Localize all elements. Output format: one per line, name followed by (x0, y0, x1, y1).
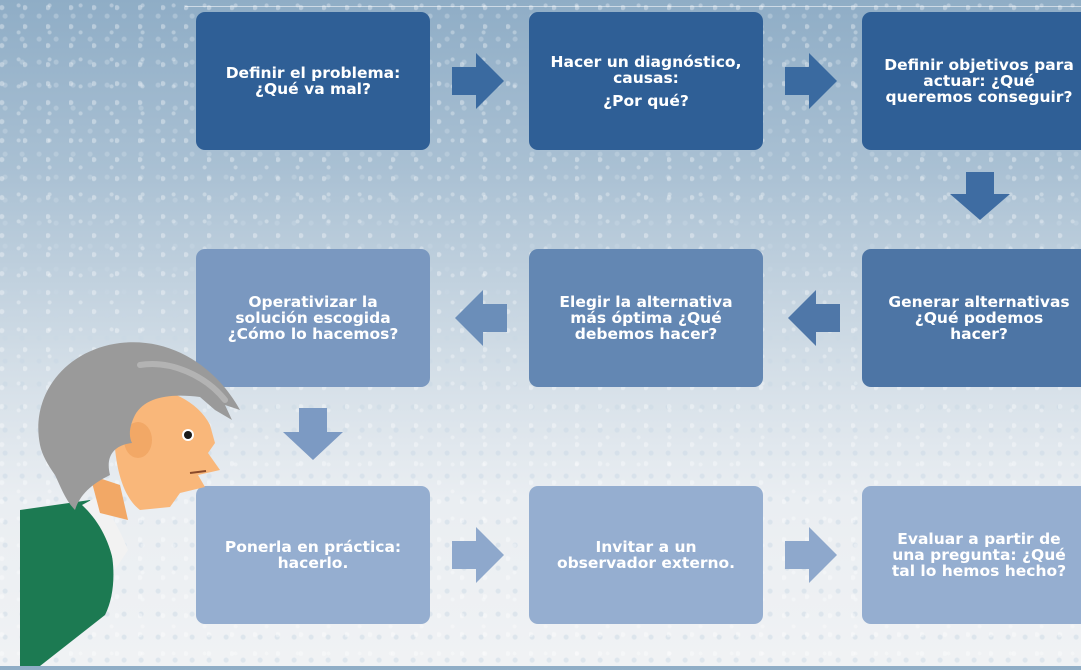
arrow-right-icon (452, 53, 504, 109)
box-text: Evaluar a partir de una pregunta: ¿Qué t… (891, 530, 1067, 580)
box-text: Invitar a un observador externo. (556, 538, 736, 572)
arrow-right-icon (452, 527, 504, 583)
box-text: Operativizar la solución escogida ¿Cómo … (227, 293, 399, 343)
box-observador: Invitar a un observador externo. (529, 486, 763, 624)
arrow-down-icon (283, 408, 343, 460)
box-evaluar: Evaluar a partir de una pregunta: ¿Qué t… (862, 486, 1081, 624)
box-question: ¿Por qué? (603, 91, 689, 110)
box-poner-en-practica: Ponerla en práctica: hacerlo. (196, 486, 430, 624)
arrow-right-icon (785, 527, 837, 583)
box-diagnostico: Hacer un diagnóstico, causas: ¿Por qué? (529, 12, 763, 150)
box-text: Definir el problema: ¿Qué va mal? (225, 64, 401, 98)
box-generar: Generar alternativas ¿Qué podemos hacer? (862, 249, 1081, 387)
box-text: Definir objetivos para actuar: ¿Qué quer… (884, 56, 1074, 106)
arrow-left-icon (788, 290, 840, 346)
box-definir-problema: Definir el problema: ¿Qué va mal? (196, 12, 430, 150)
box-text: Hacer un diagnóstico, causas: (550, 52, 742, 87)
top-divider (185, 6, 1081, 7)
thinking-person-icon (20, 335, 250, 670)
arrow-left-icon (455, 290, 507, 346)
box-elegir: Elegir la alternativa más óptima ¿Qué de… (529, 249, 763, 387)
box-text: Generar alternativas ¿Qué podemos hacer? (888, 293, 1070, 343)
box-operativizar: Operativizar la solución escogida ¿Cómo … (196, 249, 430, 387)
box-objetivos: Definir objetivos para actuar: ¿Qué quer… (862, 12, 1081, 150)
arrow-down-icon (950, 172, 1010, 220)
arrow-right-icon (785, 53, 837, 109)
box-text: Elegir la alternativa más óptima ¿Qué de… (559, 293, 733, 343)
box-text: Ponerla en práctica: hacerlo. (224, 538, 402, 572)
